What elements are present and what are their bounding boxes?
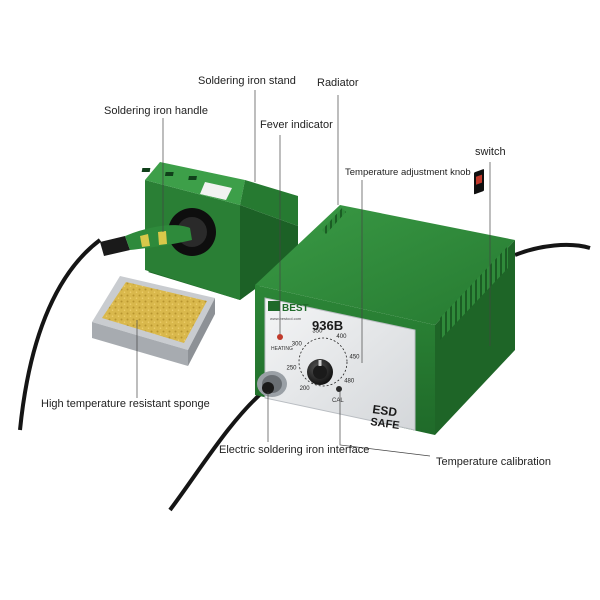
power-switch[interactable] bbox=[474, 169, 484, 195]
temperature-adjustment-knob[interactable] bbox=[307, 359, 333, 385]
dial-tick-label: 400 bbox=[336, 334, 347, 340]
sponge bbox=[102, 282, 207, 343]
radiator-fins-side bbox=[440, 246, 508, 340]
dial-tick-label: 350 bbox=[312, 329, 323, 335]
callout-fever-indicator: Fever indicator bbox=[260, 119, 333, 131]
brand-subtext: www.bestool.com bbox=[270, 316, 302, 321]
callout-switch: switch bbox=[475, 146, 506, 158]
leader-lines bbox=[136, 90, 491, 457]
dial-tick-label: 250 bbox=[286, 366, 297, 372]
front-panel bbox=[264, 297, 416, 431]
temperature-dial: 200 250 300 350 400 450 480 bbox=[286, 329, 360, 393]
esd-label: ESD bbox=[372, 402, 399, 419]
callout-sponge: High temperature resistant sponge bbox=[41, 398, 210, 410]
callout-interface: Electric soldering iron interface bbox=[219, 444, 370, 456]
stand-slot bbox=[188, 176, 197, 180]
heating-label: HEATING bbox=[271, 346, 293, 352]
calibration-label: CAL bbox=[332, 398, 344, 404]
soldering-iron-handle bbox=[100, 225, 192, 256]
callout-radiator: Radiator bbox=[317, 77, 359, 89]
callout-temp-knob: Temperature adjustment knob bbox=[345, 167, 471, 178]
dial-tick-label: 300 bbox=[292, 342, 303, 348]
iron-interface-connector[interactable] bbox=[257, 371, 287, 397]
radiator-fins-top bbox=[322, 208, 346, 234]
leader-calibration bbox=[339, 392, 431, 457]
brand-text: BEST bbox=[282, 303, 309, 314]
stand-slot bbox=[164, 172, 174, 176]
heating-indicator-led bbox=[277, 334, 283, 340]
brand-logo: BEST www.bestool.com bbox=[268, 301, 309, 321]
dial-tick-label: 480 bbox=[344, 378, 355, 384]
iron-connector-cable bbox=[168, 388, 267, 512]
iron-cable bbox=[18, 238, 102, 431]
dial-tick-label: 450 bbox=[349, 354, 360, 360]
stand-window bbox=[200, 182, 232, 200]
model-label: 936B bbox=[312, 318, 343, 333]
safe-label: SAFE bbox=[370, 416, 401, 432]
dial-tick-label: 200 bbox=[300, 386, 311, 392]
stand-slot bbox=[141, 168, 151, 172]
calibration-screw[interactable] bbox=[336, 386, 342, 392]
callout-handle: Soldering iron handle bbox=[104, 105, 208, 117]
callout-stand: Soldering iron stand bbox=[198, 75, 296, 87]
power-cable bbox=[514, 242, 591, 257]
sponge-tray bbox=[92, 276, 215, 366]
callout-calibration: Temperature calibration bbox=[436, 456, 551, 468]
